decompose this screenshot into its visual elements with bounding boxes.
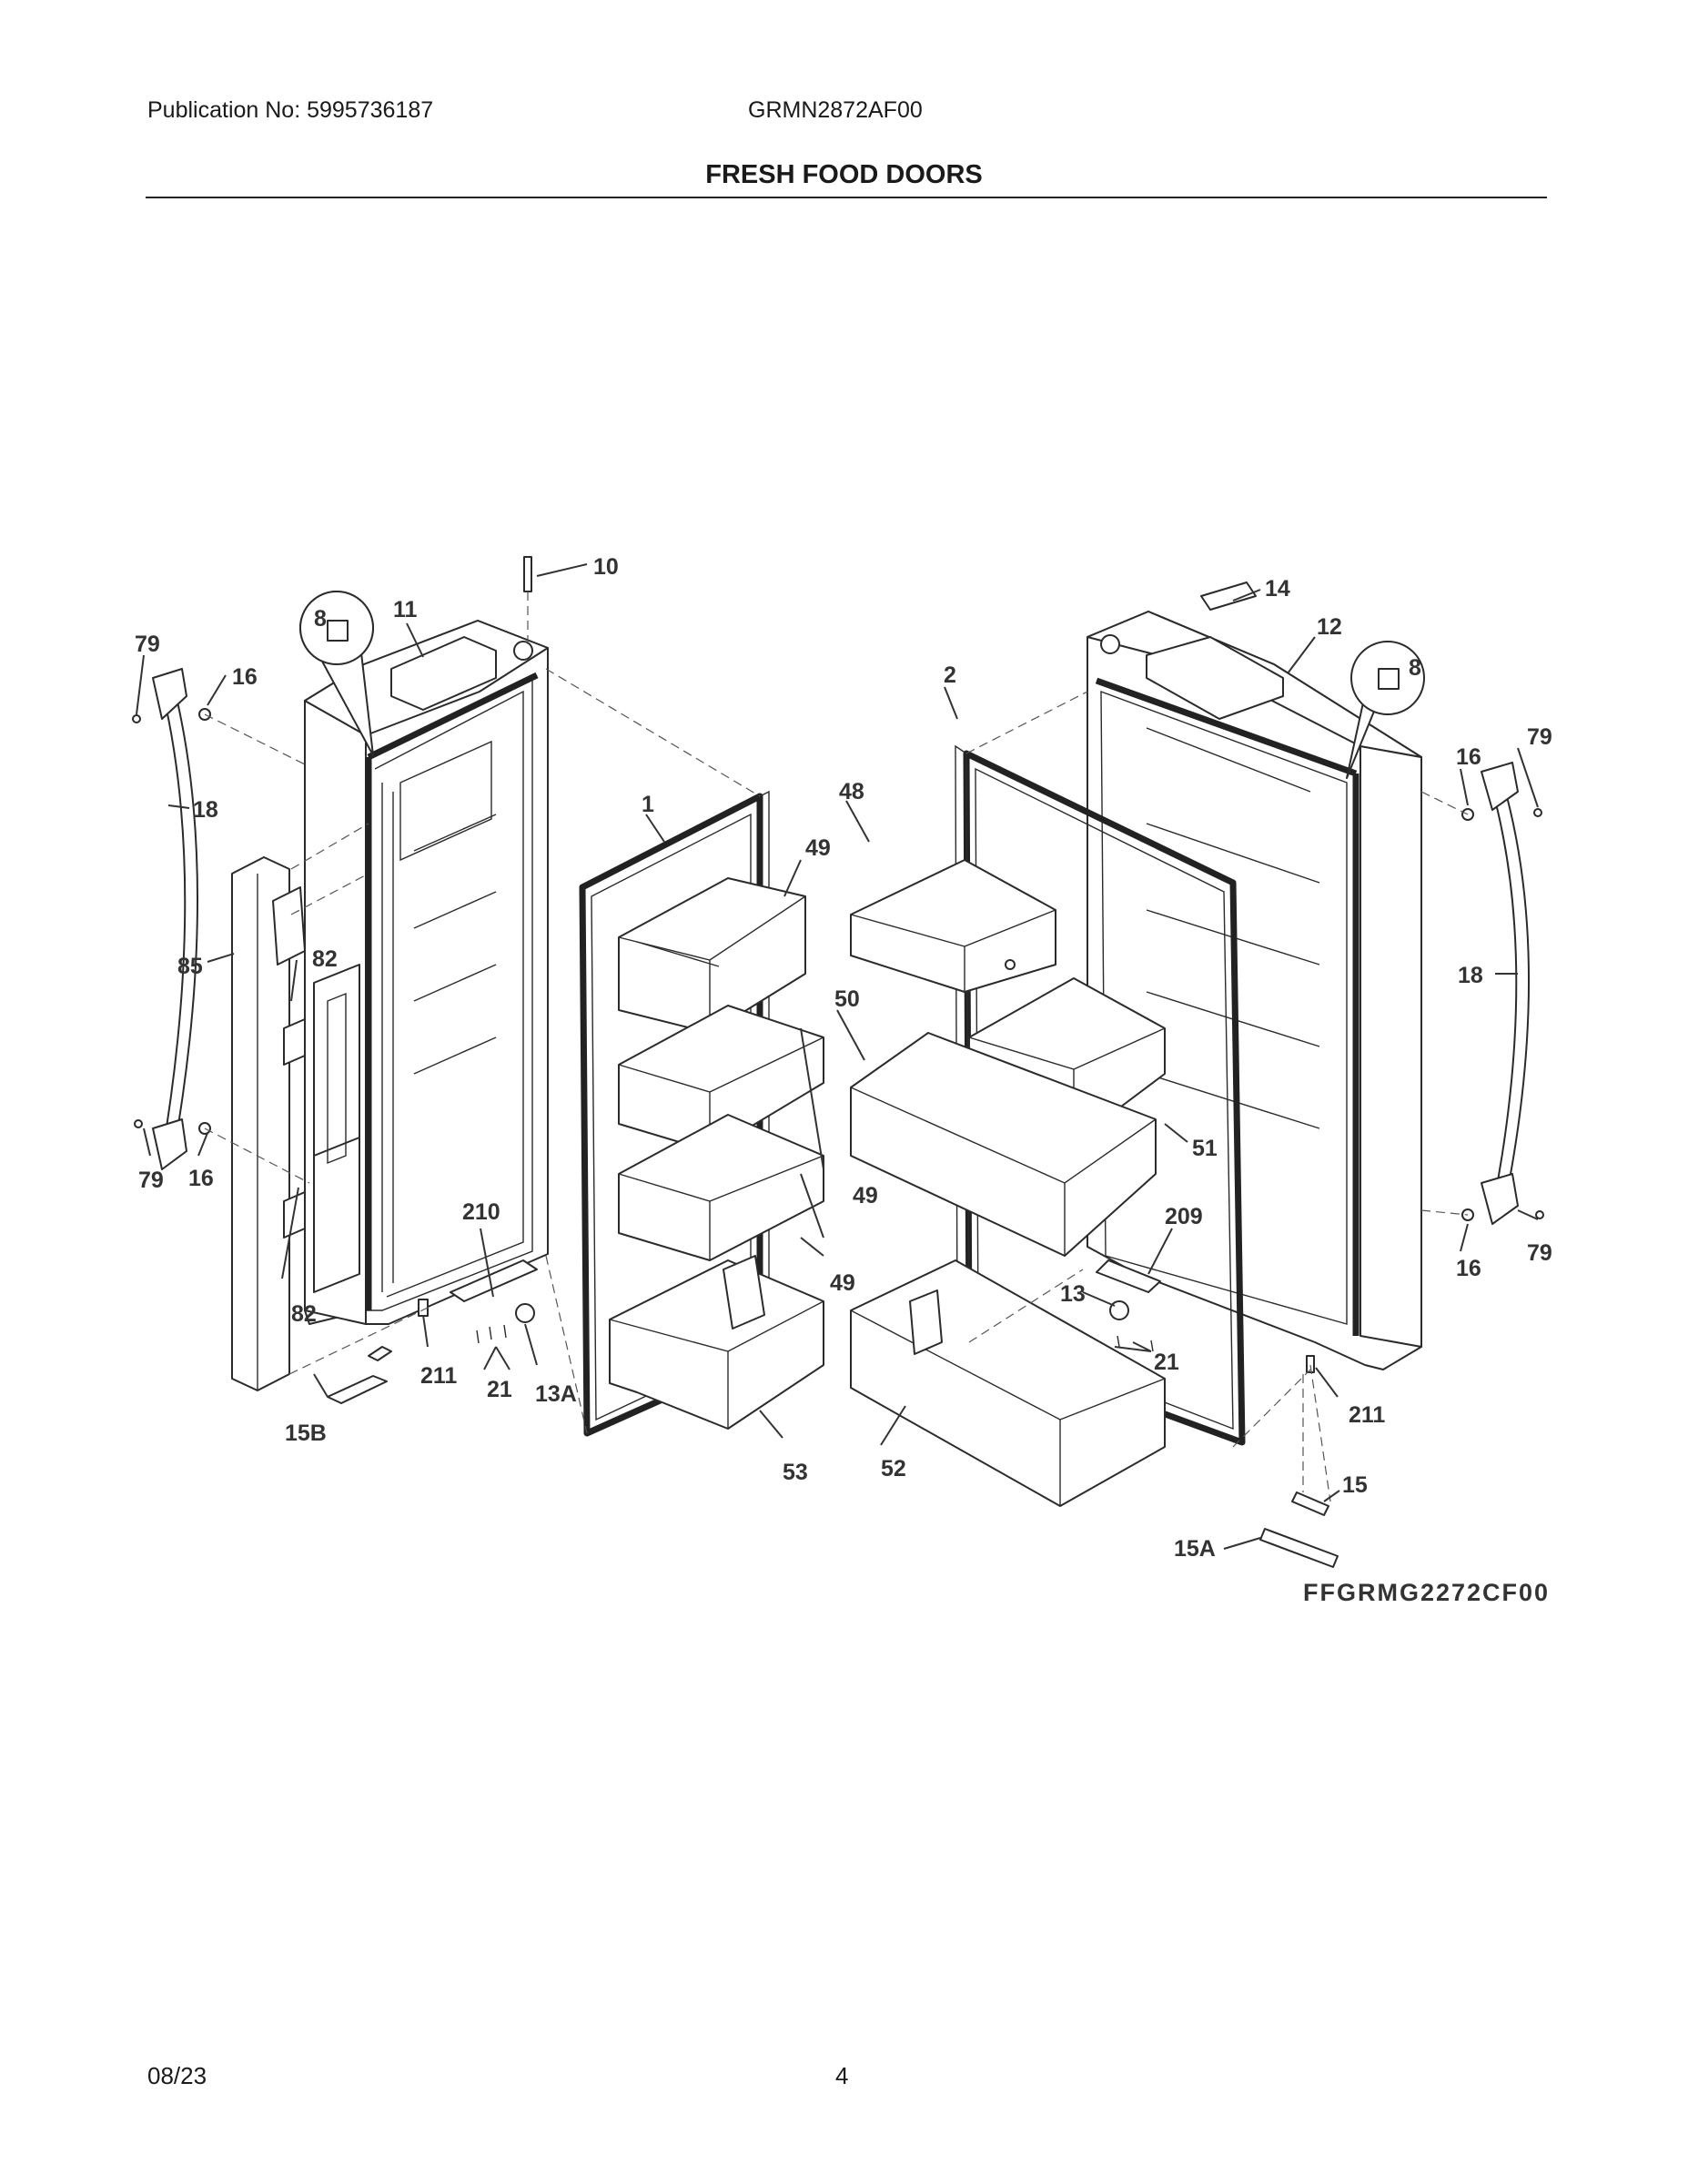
callout-50: 50 <box>834 986 860 1012</box>
callout-21-right: 21 <box>1154 1350 1179 1375</box>
callout-13: 13 <box>1060 1281 1086 1307</box>
callout-52: 52 <box>881 1456 906 1481</box>
callout-79-lower: 79 <box>138 1168 164 1193</box>
callout-10: 10 <box>593 554 619 580</box>
callout-49-mid: 49 <box>853 1183 878 1208</box>
callout-79-right-lower: 79 <box>1527 1240 1552 1266</box>
leader-lines <box>136 563 1539 1550</box>
callout-2: 2 <box>944 662 956 688</box>
callout-1: 1 <box>642 792 654 817</box>
page-title: FRESH FOOD DOORS <box>705 160 983 189</box>
callout-53: 53 <box>783 1460 808 1485</box>
alignment-lines <box>204 592 1469 1502</box>
left-door-assembly <box>299 556 549 1325</box>
right-door-assembly <box>1087 581 1425 1370</box>
callout-13A: 13A <box>535 1381 577 1407</box>
callout-15: 15 <box>1342 1472 1368 1498</box>
callout-16-right-lower: 16 <box>1456 1256 1481 1281</box>
callout-16-lower: 16 <box>188 1166 214 1191</box>
callout-16: 16 <box>232 664 258 690</box>
callout-51: 51 <box>1192 1136 1218 1161</box>
figure-code: FFGRMG2272CF00 <box>1303 1579 1551 1606</box>
right-hinge-parts <box>1096 1259 1339 1568</box>
model-number: GRMN2872AF00 <box>748 97 923 123</box>
page-number: 4 <box>835 2062 849 2089</box>
publication-number: Publication No: 5995736187 <box>147 97 434 123</box>
callout-12: 12 <box>1317 614 1342 640</box>
callout-8-right: 8 <box>1409 655 1421 681</box>
callout-79: 79 <box>135 632 160 657</box>
callout-18-left: 18 <box>193 797 218 823</box>
callout-labels: 10 11 8 79 16 18 85 82 79 16 82 210 211 … <box>135 554 1552 1562</box>
callout-8-left: 8 <box>314 606 327 632</box>
callout-85: 85 <box>177 954 203 979</box>
left-door-bins <box>609 877 824 1430</box>
left-door-handle <box>132 668 211 1170</box>
callout-49-low: 49 <box>830 1270 855 1296</box>
header-divider <box>146 197 1547 198</box>
callout-14: 14 <box>1265 576 1290 602</box>
callout-209: 209 <box>1165 1204 1203 1229</box>
callout-79-right: 79 <box>1527 724 1552 750</box>
callout-15B: 15B <box>285 1421 327 1446</box>
callout-16-right: 16 <box>1456 744 1481 770</box>
left-hinge-parts <box>327 1259 538 1404</box>
callout-211-left: 211 <box>420 1363 457 1389</box>
callout-82-lower: 82 <box>291 1301 317 1327</box>
callout-49-top: 49 <box>805 835 831 861</box>
callout-48: 48 <box>839 779 864 804</box>
callout-21-left: 21 <box>487 1377 512 1402</box>
callout-211-right: 211 <box>1349 1402 1385 1428</box>
callout-15A: 15A <box>1174 1536 1216 1562</box>
callout-82-upper: 82 <box>312 946 338 972</box>
callout-210: 210 <box>462 1199 500 1225</box>
right-door-handle <box>1461 762 1544 1225</box>
callout-11: 11 <box>393 597 418 622</box>
footer-date: 08/23 <box>147 2062 207 2089</box>
right-door-bins <box>850 859 1166 1507</box>
callout-18-right: 18 <box>1458 963 1483 988</box>
